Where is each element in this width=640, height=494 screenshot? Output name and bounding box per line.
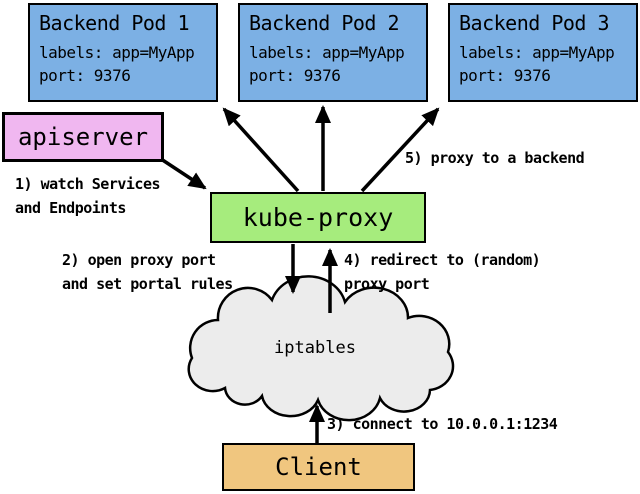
step-3-connect: 3) connect to 10.0.0.1:1234 [327, 415, 558, 433]
iptables-label: iptables [274, 338, 356, 358]
pod-title: Backend Pod 2 [249, 11, 400, 35]
step-1-watch-services: 1) watch Services and Endpoints [15, 175, 161, 217]
arrow-watch-services [157, 155, 207, 190]
client-box: Client [222, 443, 415, 491]
pod-labels: labels: app=MyApp [249, 43, 405, 62]
apiserver-label: apiserver [17, 123, 149, 151]
backend-pod-1-box: Backend Pod 1 labels: app=MyApp port: 93… [28, 3, 218, 102]
pod-labels: labels: app=MyApp [459, 43, 615, 62]
pod-port: port: 9376 [249, 66, 341, 85]
backend-pod-2-box: Backend Pod 2 labels: app=MyApp port: 93… [238, 3, 428, 102]
kube-proxy-box: kube-proxy [210, 192, 426, 243]
pod-labels: labels: app=MyApp [39, 43, 195, 62]
step-2-open-proxy-port: 2) open proxy port and set portal rules [62, 251, 233, 293]
kube-proxy-label: kube-proxy [242, 203, 394, 232]
client-label: Client [275, 453, 362, 481]
pod-title: Backend Pod 3 [459, 11, 610, 35]
pod-title: Backend Pod 1 [39, 11, 190, 35]
step-4-redirect: 4) redirect to (random) proxy port [344, 251, 541, 293]
pod-port: port: 9376 [39, 66, 131, 85]
arrow-proxy-to-pod1 [222, 107, 300, 193]
step-5-proxy-to-backend: 5) proxy to a backend [405, 149, 585, 167]
backend-pod-3-box: Backend Pod 3 labels: app=MyApp port: 93… [448, 3, 638, 102]
apiserver-box: apiserver [2, 112, 164, 162]
pod-port: port: 9376 [459, 66, 551, 85]
